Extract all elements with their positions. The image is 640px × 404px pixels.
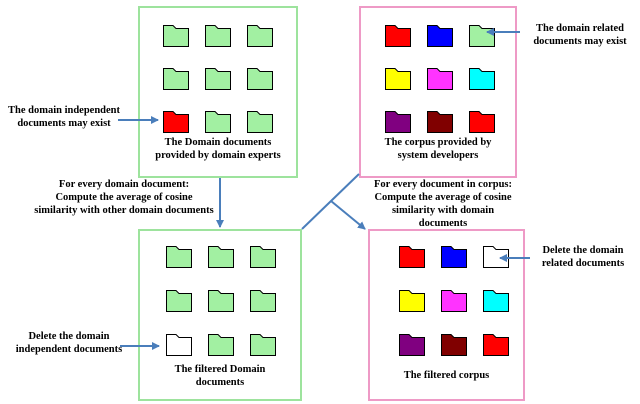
folder-icon [483, 287, 509, 312]
folder-icon [166, 287, 192, 312]
corpus-caption: The corpus provided by system developers [384, 137, 492, 161]
folder-icon [385, 65, 411, 90]
folder-icon [247, 65, 273, 90]
folder-icon [441, 331, 467, 356]
delete-independent-note: Delete the domain independent documents [15, 331, 123, 355]
folder-icon [427, 65, 453, 90]
folder-icon [250, 331, 276, 356]
filtered-domain-panel: The filtered Domain documents [138, 229, 302, 401]
folder-icon [163, 108, 189, 133]
folder-icon [441, 243, 467, 268]
domain-related-note: The domain related documents may exist [533, 23, 627, 47]
connector-line [301, 173, 360, 230]
domain-documents-panel: The Domain documents provided by domain … [138, 6, 298, 178]
domain-documents-caption: The Domain documents provided by domain … [155, 137, 281, 161]
delete-related-note: Delete the domain related documents [541, 245, 625, 269]
folder-icon [205, 65, 231, 90]
filtered-corpus-caption: The filtered corpus [403, 370, 490, 381]
folder-icon [441, 287, 467, 312]
filter-corpus-note: For every document in corpus: Compute th… [373, 179, 513, 229]
folder-icon [163, 65, 189, 90]
folder-icon [163, 22, 189, 47]
domain-independent-note: The domain independent documents may exi… [7, 105, 121, 129]
folder-icon [208, 287, 234, 312]
folder-icon [399, 331, 425, 356]
folder-icon [385, 108, 411, 133]
folder-icon [166, 243, 192, 268]
filter-domain-note: For every domain document: Compute the a… [34, 179, 214, 216]
folder-icon [247, 22, 273, 47]
folder-icon [250, 287, 276, 312]
arrow-icon [330, 200, 366, 230]
folder-icon [205, 22, 231, 47]
folder-icon [483, 331, 509, 356]
folder-icon [385, 22, 411, 47]
folder-icon [250, 243, 276, 268]
folder-icon [166, 331, 192, 356]
folder-icon [399, 287, 425, 312]
filtered-domain-caption: The filtered Domain documents [174, 364, 266, 388]
folder-icon [208, 243, 234, 268]
filtered-corpus-panel: The filtered corpus [368, 229, 525, 401]
folder-icon [469, 108, 495, 133]
folder-icon [483, 243, 509, 268]
folder-icon [399, 243, 425, 268]
folder-icon [205, 108, 231, 133]
folder-icon [208, 331, 234, 356]
folder-icon [427, 22, 453, 47]
folder-icon [247, 108, 273, 133]
folder-icon [427, 108, 453, 133]
folder-icon [469, 65, 495, 90]
